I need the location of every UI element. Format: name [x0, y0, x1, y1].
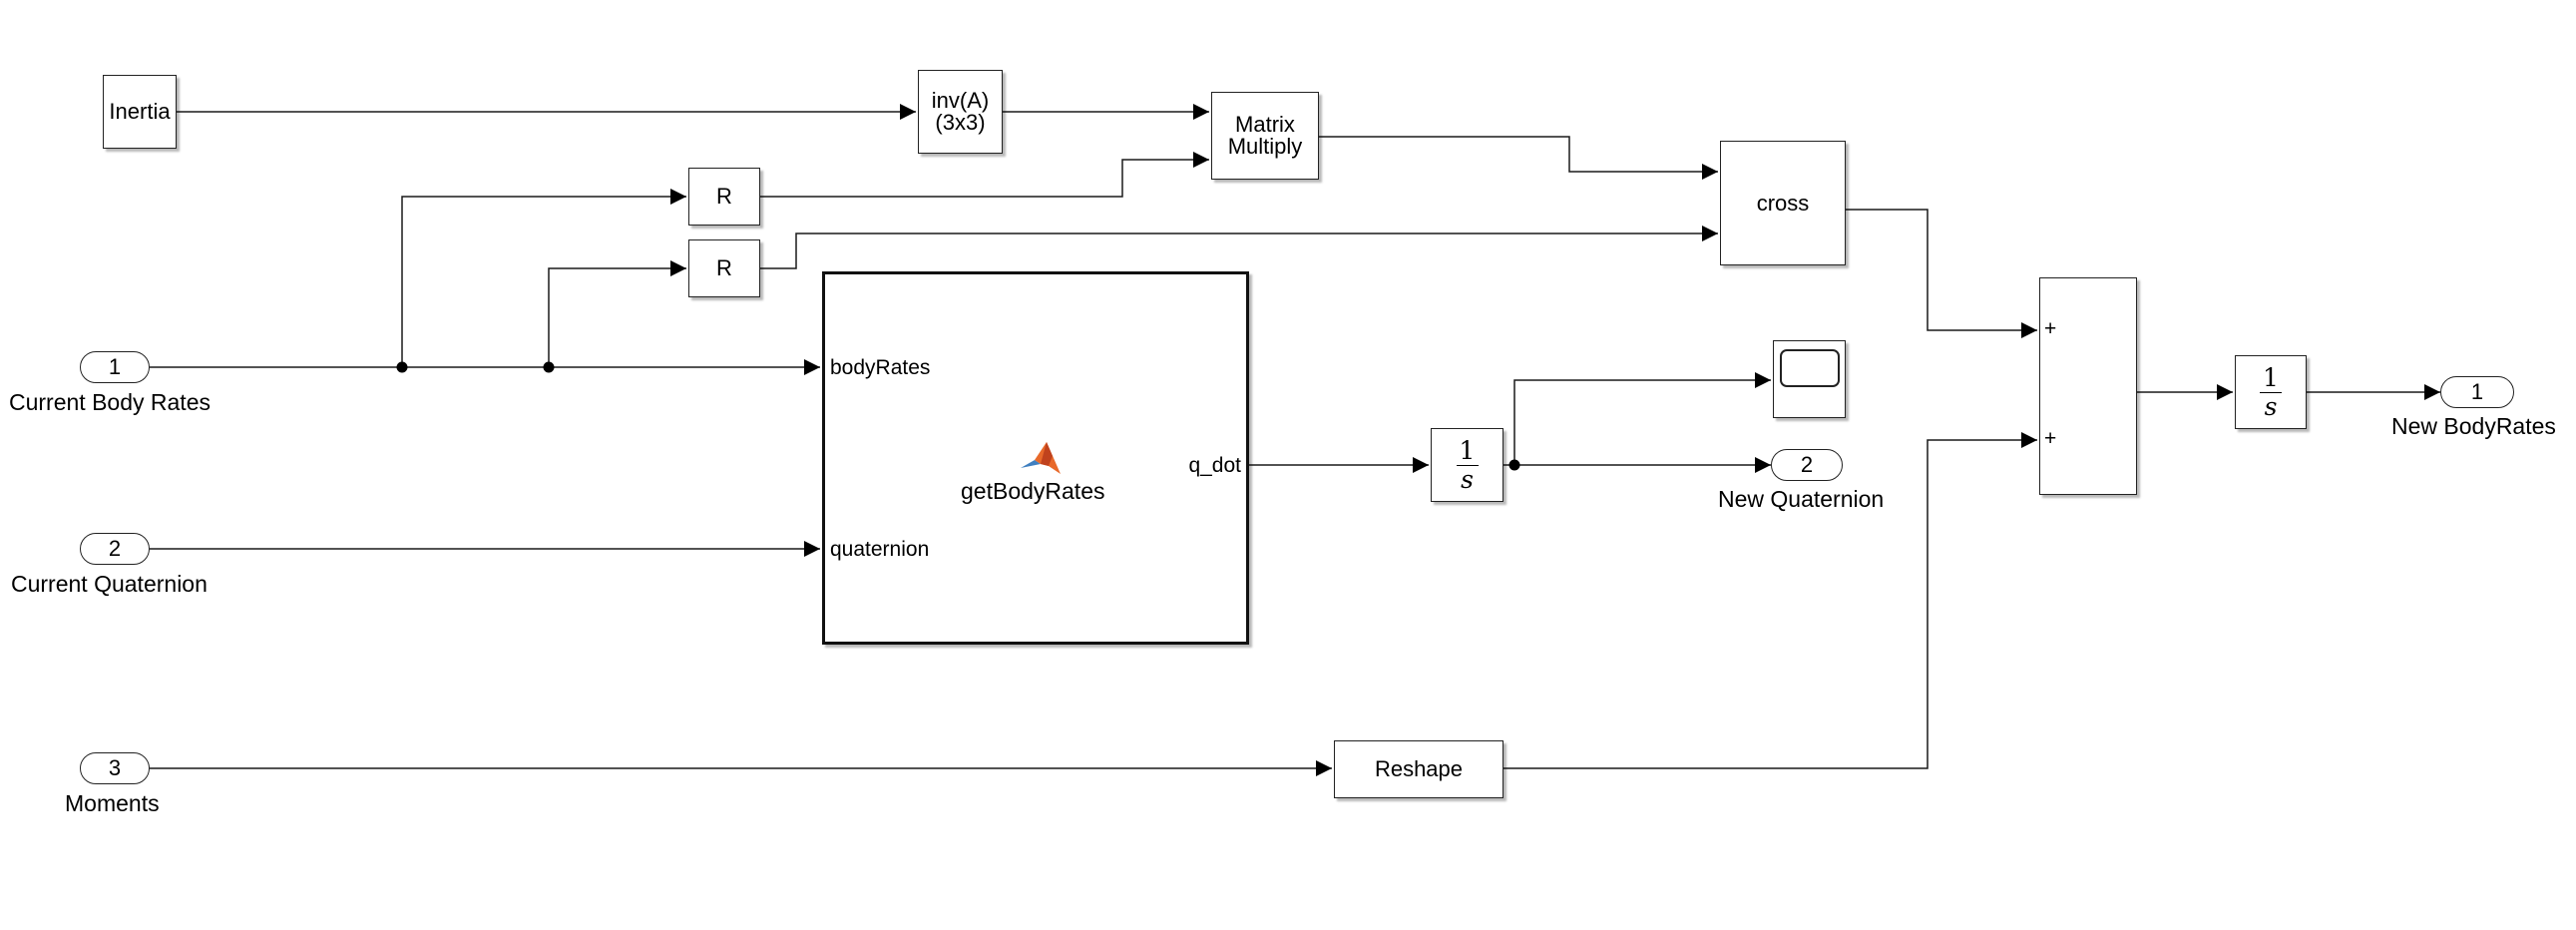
input-port-quaternion-label: quaternion — [830, 538, 930, 561]
output-port-q-dot-label: q_dot — [1188, 454, 1241, 477]
integrator-denominator: s — [2264, 391, 2278, 421]
branch-dot — [543, 361, 555, 373]
line-multiply-to-cross — [1319, 136, 1718, 180]
inport-number: 2 — [108, 536, 122, 561]
integrator-block-body-rates[interactable]: 1 s — [2235, 355, 2307, 429]
integrator-transfer-function: 1 s — [2260, 362, 2282, 421]
inport-number: 3 — [108, 755, 122, 780]
sum-sign-top: + — [2044, 317, 2057, 340]
inport-label-current-body-rates: Current Body Rates — [9, 389, 211, 415]
branch-points — [396, 361, 1520, 471]
fraction-bar — [2260, 391, 2282, 393]
inport-moments[interactable]: 3 — [80, 752, 150, 784]
branch-dot — [396, 361, 408, 373]
inverse-block[interactable]: inv(A) (3x3) — [918, 70, 1003, 154]
inport-label-moments: Moments — [65, 790, 160, 816]
sum-sign-bottom: + — [2044, 427, 2057, 450]
inport-number: 1 — [108, 354, 122, 379]
inport-current-body-rates[interactable]: 1 — [80, 351, 150, 383]
outport-number: 2 — [1800, 452, 1814, 477]
inport-current-quaternion[interactable]: 2 — [80, 533, 150, 565]
matrix-multiply-label: Matrix Multiply — [1227, 112, 1303, 159]
line-to-scope — [1513, 372, 1771, 465]
r-block-bottom[interactable]: R — [688, 239, 760, 297]
integrator-numerator: 1 — [1459, 435, 1476, 465]
reshape-block[interactable]: Reshape — [1334, 740, 1503, 798]
line-reshape-to-sum — [1503, 432, 2037, 769]
fraction-bar — [1456, 464, 1479, 466]
outport-new-body-rates[interactable]: 1 — [2440, 376, 2514, 408]
inertia-label: Inertia — [109, 99, 171, 124]
outport-new-quaternion[interactable]: 2 — [1771, 449, 1843, 481]
function-block-name: getBodyRates — [961, 478, 1105, 504]
line-r-top-to-multiply — [760, 152, 1209, 198]
branch-dot — [1508, 459, 1520, 471]
line-branch-to-r-bottom — [548, 260, 686, 367]
sum-block[interactable]: + + — [2039, 277, 2137, 495]
r-label: R — [716, 184, 732, 209]
outport-label-new-quaternion: New Quaternion — [1718, 486, 1885, 512]
inport-label-current-quaternion: Current Quaternion — [11, 571, 208, 597]
input-port-body-rates-label: bodyRates — [830, 356, 931, 379]
outport-number: 1 — [2470, 379, 2484, 404]
line-cross-to-sum — [1846, 209, 2037, 338]
integrator-denominator: s — [1461, 464, 1474, 494]
integrator-transfer-function: 1 s — [1456, 435, 1479, 494]
inverse-label: inv(A) (3x3) — [931, 88, 990, 135]
line-r-bottom-to-cross — [760, 226, 1718, 269]
reshape-label: Reshape — [1374, 756, 1464, 781]
integrator-block-quaternion[interactable]: 1 s — [1431, 428, 1503, 502]
cross-label: cross — [1756, 190, 1810, 216]
r-block-top[interactable]: R — [688, 168, 760, 226]
get-body-rates-function-block[interactable]: bodyRates quaternion q_dot getBodyRates — [822, 271, 1249, 645]
matrix-multiply-block[interactable]: Matrix Multiply — [1211, 92, 1319, 180]
inertia-block[interactable]: Inertia — [103, 75, 177, 149]
scope-screen-icon — [1779, 349, 1840, 387]
scope-block[interactable] — [1773, 340, 1846, 418]
r-label: R — [716, 255, 732, 280]
cross-block[interactable]: cross — [1720, 141, 1846, 265]
line-branch-to-r-top — [401, 189, 686, 367]
outport-label-new-body-rates: New BodyRates — [2391, 413, 2556, 439]
integrator-numerator: 1 — [2263, 362, 2279, 392]
matlab-logo-icon — [1021, 442, 1061, 474]
